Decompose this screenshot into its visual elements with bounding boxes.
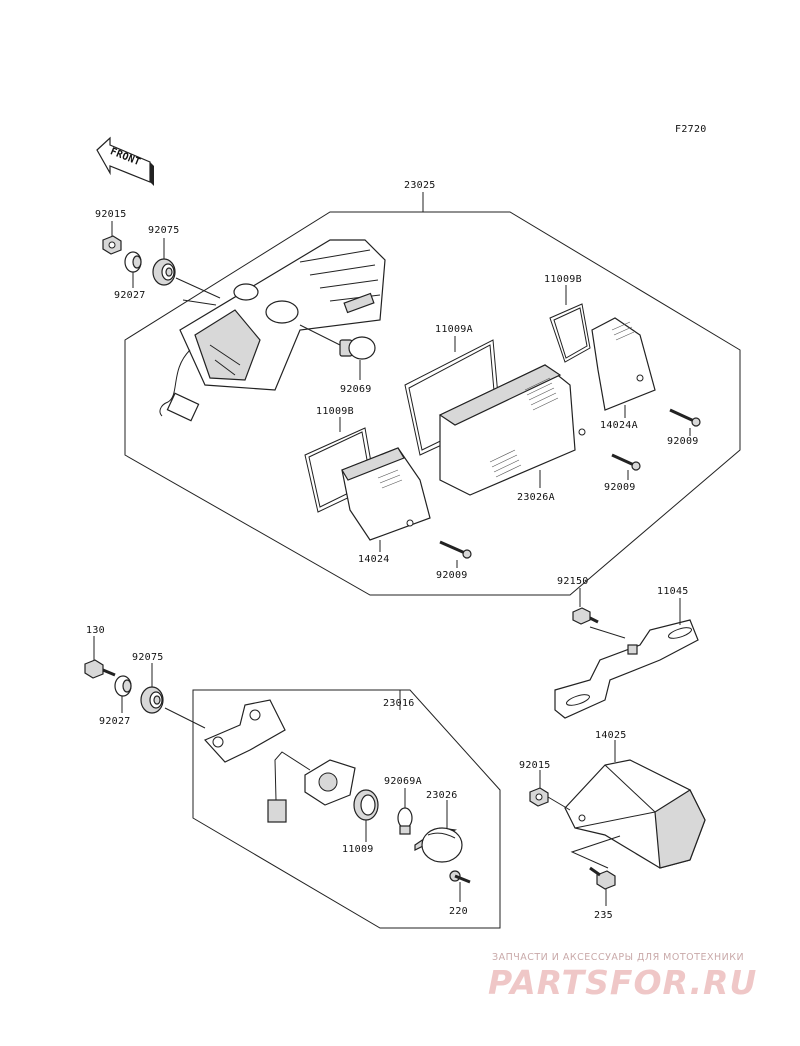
assembly-23016: 23016 11009 92069A: [192, 689, 501, 929]
screw-92009-left-icon: [439, 540, 472, 559]
grommet-92075-lower-icon: [140, 686, 164, 714]
gasket-11009-icon: [353, 789, 379, 821]
screw-92009-right-icon: [669, 408, 701, 427]
label-92150: 92150: [557, 576, 589, 587]
assembly-23025-frame: [124, 211, 741, 596]
nut-92015-lower-icon: [529, 787, 549, 807]
nut-92015-icon: [102, 235, 122, 255]
label-92015-upper: 92015: [95, 209, 127, 220]
label-23025: 23025: [404, 180, 436, 191]
reflector-14024A-icon: [591, 317, 656, 411]
bulb-92069-icon: [339, 336, 376, 360]
socket-wire-icon: [267, 751, 356, 823]
label-92009-right: 92009: [667, 436, 699, 447]
screw-220-icon: [449, 870, 471, 884]
label-92069: 92069: [340, 384, 372, 395]
watermark-logo: PARTSFOR.RU: [488, 963, 758, 1002]
label-92027-upper: 92027: [114, 290, 146, 301]
figure-code: F2720: [675, 124, 707, 135]
assembly-23016-frame: [192, 689, 501, 929]
label-11009: 11009: [342, 844, 374, 855]
label-92015-lower: 92015: [519, 760, 551, 771]
front-arrow-icon: FRONT: [96, 136, 154, 186]
bolt-92150-icon: [572, 607, 599, 625]
label-92075-upper: 92075: [148, 225, 180, 236]
label-23026A: 23026A: [517, 492, 555, 503]
cover-14025: [564, 740, 706, 869]
label-11009A: 11009A: [435, 324, 473, 335]
collar-92027-lower-icon: [114, 675, 132, 697]
label-92075-lower: 92075: [132, 652, 164, 663]
label-130: 130: [86, 625, 105, 636]
label-14024: 14024: [358, 554, 390, 565]
label-220: 220: [449, 906, 468, 917]
collar-92027-icon: [124, 251, 142, 273]
gasket-11009B-right-icon: [549, 303, 591, 363]
bulb-92069A-icon: [397, 807, 413, 835]
grommet-92075-icon: [152, 258, 176, 286]
label-23016: 23016: [383, 698, 415, 709]
watermark-caption: ЗАПЧАСТИ И АКСЕССУАРЫ ДЛЯ МОТОТЕХНИКИ: [492, 952, 745, 963]
lens-23026-icon: [414, 827, 463, 863]
bracket-11045: [554, 598, 699, 719]
label-14025: 14025: [595, 730, 627, 741]
label-92009-left: 92009: [436, 570, 468, 581]
label-14024A: 14024A: [600, 420, 638, 431]
label-11045: 11045: [657, 586, 689, 597]
lens-23026A-icon: [438, 364, 586, 496]
license-bracket-icon: [203, 699, 286, 763]
bolt-130-icon: [84, 659, 116, 679]
assembly-23025: 23025 92015 92027: [95, 180, 741, 596]
taillight-housing: [159, 239, 386, 422]
bolt-235-icon: [589, 866, 616, 890]
label-92069A: 92069A: [384, 776, 422, 787]
screw-92009-middle-icon: [611, 453, 641, 471]
label-92009-middle: 92009: [604, 482, 636, 493]
label-235: 235: [594, 910, 613, 921]
label-92027-lower: 92027: [99, 716, 131, 727]
label-23026: 23026: [426, 790, 458, 801]
reflector-14024-icon: [341, 447, 431, 541]
label-11009B-right: 11009B: [544, 274, 582, 285]
label-11009B-left: 11009B: [316, 406, 354, 417]
